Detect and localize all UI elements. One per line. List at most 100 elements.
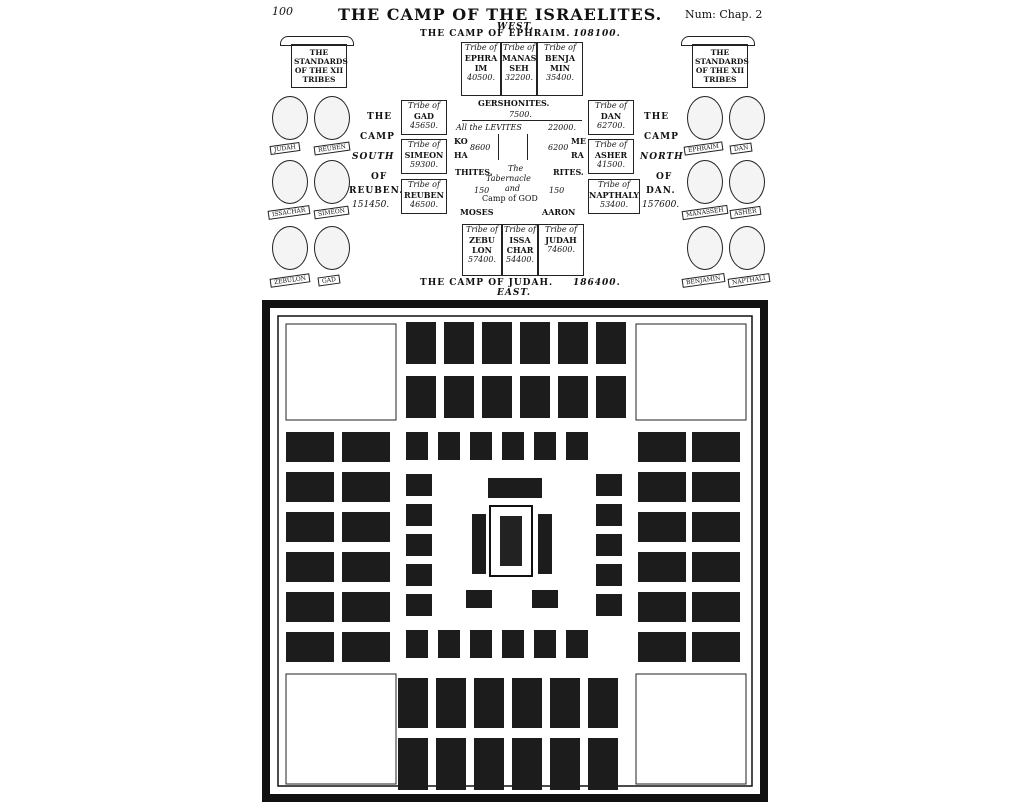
- levite-block: [470, 432, 492, 460]
- standard-medallion: [314, 160, 350, 204]
- standards-banner-left: THE STANDARDS OF THE XII TRIBES: [291, 44, 348, 88]
- aaron-label: AARON: [542, 207, 576, 217]
- levite-block: [472, 514, 486, 574]
- levite-block: [438, 630, 460, 658]
- camp-south-direction: SOUTH: [352, 152, 395, 162]
- tent-block: [512, 738, 542, 790]
- standard-medallion: [687, 96, 723, 140]
- tribe-prefix: Tribe of: [408, 140, 440, 149]
- levite-block: [596, 534, 622, 556]
- tribe-zebulon-box: Tribe of ZEBU LON 57400.: [462, 224, 502, 276]
- camp-south-the: THE: [367, 112, 393, 122]
- merarites-me: ME: [571, 136, 586, 146]
- camp-south-of: OF: [371, 172, 388, 182]
- corner-enclosure: [635, 673, 747, 785]
- tent-block: [474, 738, 504, 790]
- tent-block: [596, 322, 626, 364]
- tribe-napthali-box: Tribe of NAPTHALY 53400.: [588, 179, 640, 214]
- tribe-name: ZEBU LON: [469, 235, 495, 255]
- tribe-prefix: Tribe of: [598, 180, 630, 189]
- tent-block: [558, 376, 588, 418]
- ribbon-label: ZEBULON: [269, 273, 311, 288]
- tribe-count: 53400.: [600, 200, 628, 209]
- tribe-manasseh-box: Tribe of MANAS SEH 32200.: [501, 42, 537, 96]
- tent-block: [482, 376, 512, 418]
- camp-north-the: THE: [644, 112, 670, 122]
- standard-medallion: [729, 160, 765, 204]
- standard-medallion: [687, 160, 723, 204]
- tribe-name: NAPTHALY: [589, 190, 640, 200]
- gershonites-label: GERSHONITES.: [478, 98, 550, 108]
- chapter-reference: Num: Chap. 2: [685, 8, 763, 21]
- levite-block: [470, 630, 492, 658]
- tribe-count: 54400.: [506, 255, 534, 264]
- levite-block: [488, 478, 542, 498]
- tent-block: [638, 552, 686, 582]
- tribe-name: REUBEN: [404, 190, 444, 200]
- page-title: THE CAMP OF THE ISRAELITES.: [338, 5, 663, 24]
- tent-block: [444, 322, 474, 364]
- tent-blocks: [285, 322, 747, 790]
- tent-block: [588, 738, 618, 790]
- tribe-count: 40500.: [467, 73, 495, 82]
- ribbon-label: ISSACHAR: [267, 205, 310, 220]
- moses-label: MOSES: [460, 207, 494, 217]
- levite-block: [466, 590, 492, 608]
- tribe-name: SIMEON: [404, 150, 444, 160]
- ribbon-label: BENJAMIN: [681, 273, 725, 288]
- tent-block: [638, 432, 686, 462]
- gershonites-count: 7500.: [509, 110, 532, 119]
- tent-block: [474, 678, 504, 728]
- tribe-reuben-box: Tribe of REUBEN 46500.: [401, 179, 447, 214]
- tent-block: [638, 592, 686, 622]
- levite-block: [566, 630, 588, 658]
- tribe-prefix: Tribe of: [595, 101, 627, 110]
- levite-block: [538, 514, 552, 574]
- tent-block: [342, 472, 390, 502]
- tent-block: [444, 376, 474, 418]
- west-label: WEST.: [497, 22, 535, 32]
- standard-medallion: [272, 226, 308, 270]
- standard-medallion: [729, 226, 765, 270]
- tent-block: [342, 632, 390, 662]
- standard-medallion: [729, 96, 765, 140]
- tent-block: [692, 552, 740, 582]
- merarites-count: 6200: [548, 143, 569, 152]
- tent-block: [482, 322, 512, 364]
- standard-medallion: [687, 226, 723, 270]
- tent-block: [692, 592, 740, 622]
- tribe-count: 74600.: [547, 245, 575, 254]
- camp-north-of: OF: [656, 172, 673, 182]
- levite-block: [406, 534, 432, 556]
- camp-north-direction: NORTH: [640, 152, 684, 162]
- levite-block: [406, 432, 428, 460]
- camp-of-judah-label: THE CAMP OF JUDAH.: [420, 278, 554, 288]
- levite-block: [502, 432, 524, 460]
- tent-block: [588, 678, 618, 728]
- tribe-name: ISSA CHAR: [506, 235, 534, 255]
- levite-block: [406, 594, 432, 616]
- tabernacle-line-left: [498, 134, 499, 160]
- ribbon-label: MANASSEH: [681, 204, 729, 221]
- camp-north-dan: DAN.: [646, 186, 676, 196]
- tent-block: [286, 592, 334, 622]
- tabernacle-tent: [500, 516, 522, 566]
- tribe-count: 45650.: [410, 121, 438, 130]
- kohathites-thites: THITES.: [455, 167, 493, 177]
- tribe-name: ASHER: [594, 150, 628, 160]
- tribe-count: 32200.: [505, 73, 533, 82]
- levite-block: [596, 594, 622, 616]
- ribbon-label: DAN: [729, 142, 753, 155]
- kohathites-ha: HA: [454, 150, 468, 160]
- levite-block: [438, 432, 460, 460]
- tribe-prefix: Tribe of: [408, 180, 440, 189]
- kohathites-count: 8600: [470, 143, 491, 152]
- ribbon-label: NAPTHALI: [727, 273, 770, 288]
- camp-north-total: 157600.: [642, 200, 680, 210]
- tent-block: [286, 552, 334, 582]
- page-number: 100: [272, 5, 293, 18]
- standard-medallion: [314, 226, 350, 270]
- tribe-name: GAD: [414, 111, 434, 121]
- plan-outer-wall: [262, 300, 768, 802]
- tabernacle-line-right: [527, 134, 528, 160]
